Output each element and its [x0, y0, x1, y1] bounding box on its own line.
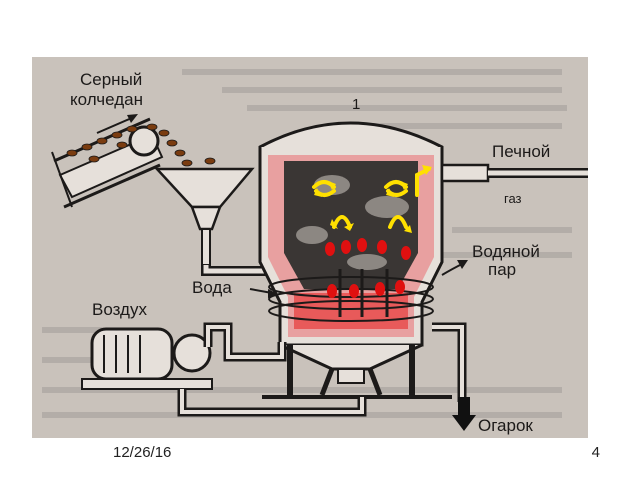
ore-piece: [96, 137, 108, 145]
gas-flow-arrowheads: [314, 165, 432, 233]
ore-piece: [146, 123, 158, 131]
hopper: [154, 167, 268, 276]
red-particle: [325, 242, 335, 256]
label-steam-2: пар: [488, 260, 516, 279]
ore-pieces: [66, 123, 223, 187]
red-particle: [375, 282, 385, 296]
ore-piece: [126, 125, 138, 133]
label-number-1: 1: [352, 96, 360, 113]
red-particle: [327, 284, 337, 298]
conveyor-direction-arrow: [96, 114, 138, 134]
ore-piece: [66, 149, 78, 157]
red-particle: [377, 240, 387, 254]
label-water: Вода: [192, 278, 232, 297]
ore-piece: [174, 149, 186, 157]
fluidized-bed: [294, 293, 408, 329]
steam-arrow: [441, 260, 468, 276]
cinder-arrow: [452, 397, 476, 431]
label-sulfur-pyrite-2: колчедан: [70, 90, 143, 109]
red-particle: [395, 280, 405, 294]
water-arrow: [249, 288, 278, 298]
ore-piece: [158, 129, 170, 137]
pyrite-roasting-furnace-diagram: Серный колчедан 1 Печной газ Водяной пар…: [32, 57, 588, 438]
furnace-gas-outlet: [440, 163, 588, 183]
label-steam-1: Водяной: [472, 242, 540, 261]
ore-piece: [166, 139, 178, 147]
label-furnace-gas-1: Печной: [492, 142, 550, 161]
red-particle: [341, 240, 351, 254]
slide-date: 12/26/16: [113, 444, 172, 461]
red-particle: [349, 284, 359, 298]
label-air: Воздух: [92, 300, 147, 319]
label-cinder: Огарок: [478, 416, 533, 435]
cooling-coil: [268, 269, 434, 322]
label-sulfur-pyrite-1: Серный: [80, 70, 142, 89]
ore-piece: [88, 155, 100, 163]
label-furnace-gas-2: газ: [504, 191, 522, 206]
ore-piece: [181, 159, 193, 167]
conveyor-belt: [51, 117, 164, 209]
slide-page-number: 4: [591, 444, 600, 461]
red-particles: [325, 238, 411, 298]
ore-piece: [204, 157, 216, 165]
ore-piece: [111, 131, 123, 139]
red-particle: [357, 238, 367, 252]
air-blower: [81, 322, 367, 417]
ore-piece: [81, 143, 93, 151]
red-particle: [401, 246, 411, 260]
ore-piece: [116, 141, 128, 149]
